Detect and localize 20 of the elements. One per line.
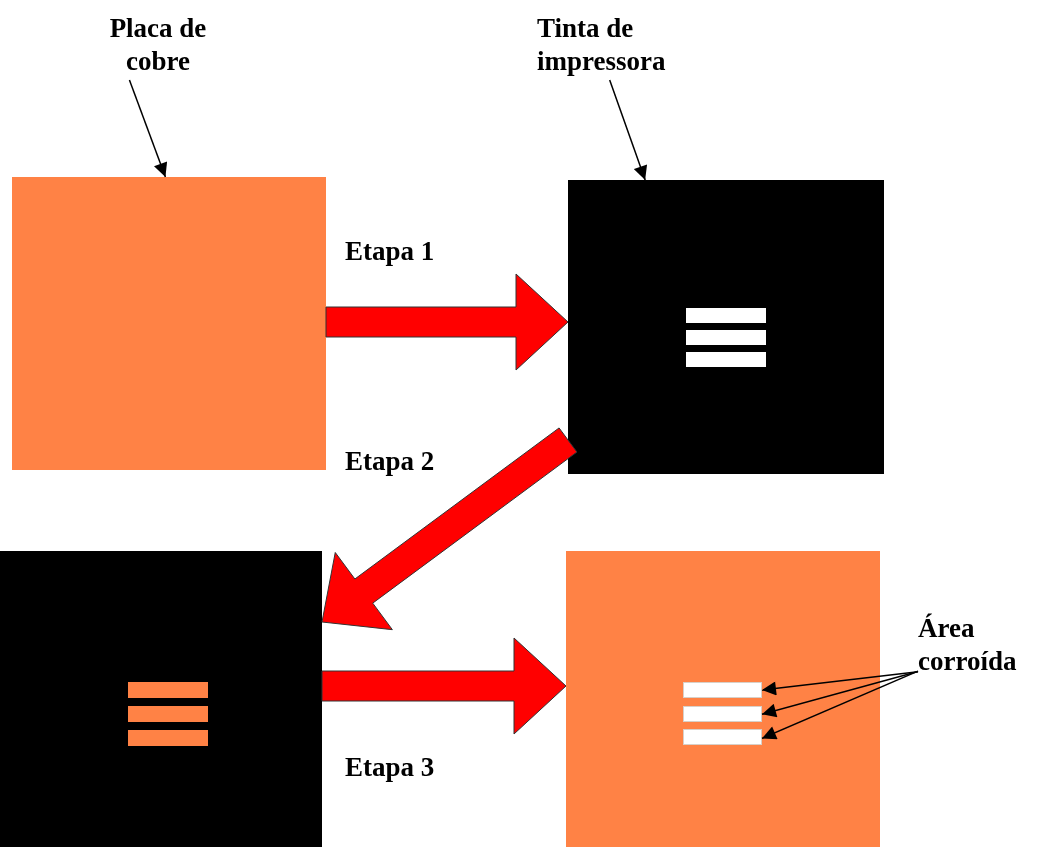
step-label: Etapa 3 xyxy=(345,752,435,783)
plate xyxy=(566,551,880,847)
etched-bar xyxy=(683,729,762,745)
etched-bar xyxy=(683,682,762,698)
plate xyxy=(568,180,884,474)
step-label: Etapa 1 xyxy=(345,236,435,267)
block-arrow xyxy=(321,637,567,735)
caption-text: Placa de cobre xyxy=(108,12,208,78)
leader-arrow xyxy=(608,79,648,181)
plate xyxy=(0,551,322,847)
block-arrow xyxy=(325,273,569,371)
step-label: Etapa 2 xyxy=(345,446,435,477)
caption-text: Área corroída xyxy=(918,612,1018,678)
caption-text: Tinta de impressora xyxy=(537,12,667,78)
block-arrow xyxy=(321,427,578,631)
etched-bar xyxy=(683,706,762,722)
leader-arrow xyxy=(761,671,919,696)
leader-arrow xyxy=(761,670,919,740)
leader-arrow xyxy=(128,79,168,178)
plate xyxy=(12,177,326,470)
